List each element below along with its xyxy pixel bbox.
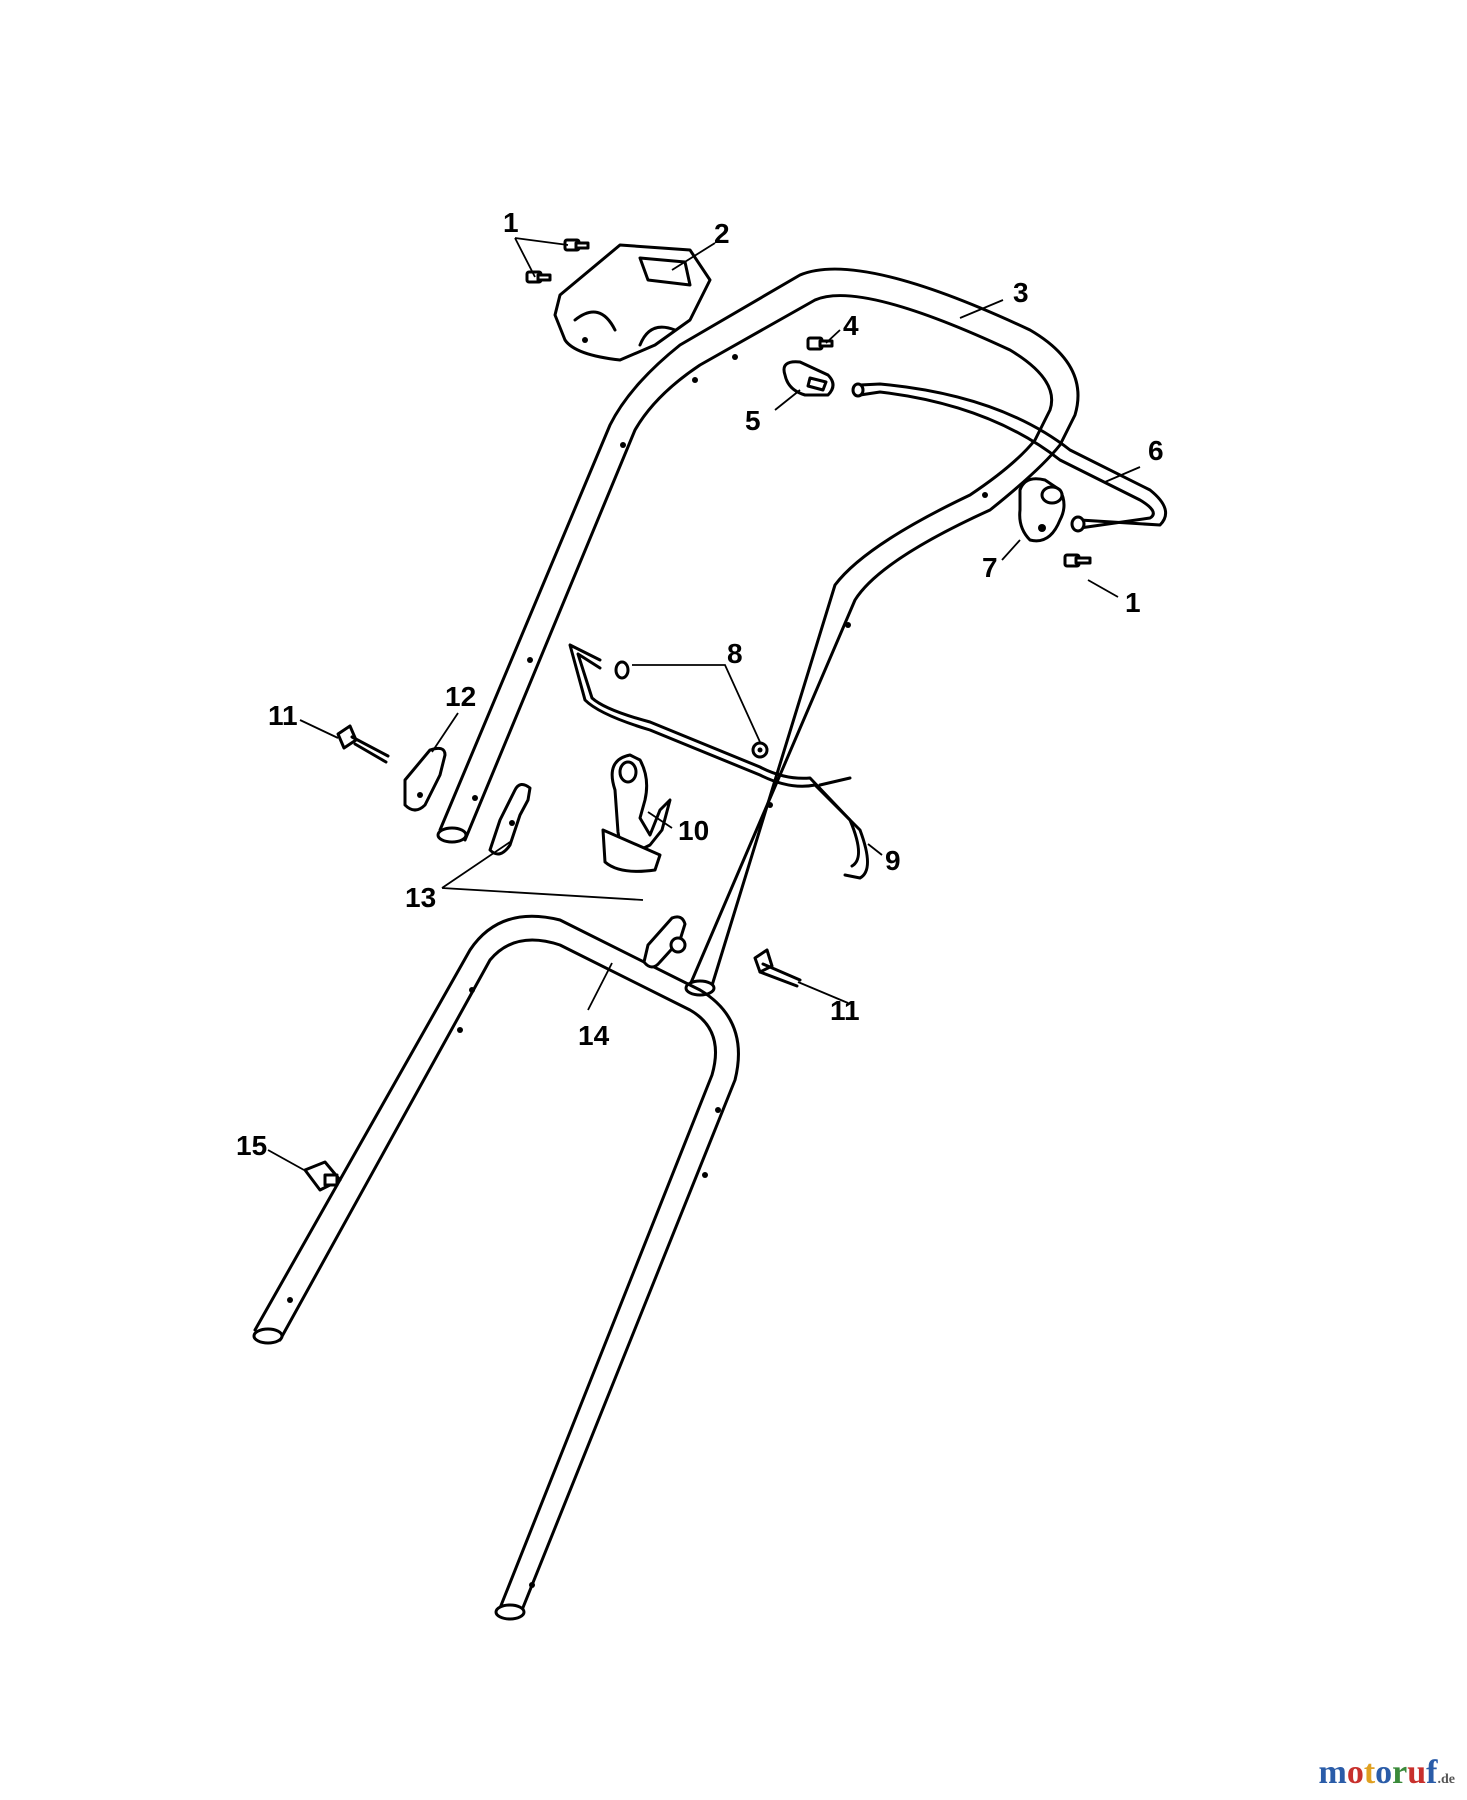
- bolt-right: [753, 948, 802, 988]
- clamp-part-7: [1018, 477, 1066, 543]
- rod-part-6: [851, 382, 1168, 533]
- watermark-letter: r: [1392, 1754, 1408, 1791]
- lower-handle-bar: [252, 914, 740, 1621]
- callout-15: 15: [236, 1130, 267, 1161]
- watermark-letter: o: [1375, 1754, 1393, 1791]
- watermark-suffix: .de: [1437, 1772, 1456, 1787]
- bracket-part-10: [601, 753, 672, 873]
- rings-part-8: [614, 660, 769, 759]
- callout-13: 13: [405, 882, 436, 913]
- callout-2: 2: [714, 218, 730, 249]
- screw-right: [1063, 553, 1092, 568]
- callout-3: 3: [1013, 277, 1029, 308]
- callout-1-right: 1: [1125, 587, 1141, 618]
- upper-handle-bar: [436, 267, 1080, 997]
- screw-part-4: [806, 336, 834, 351]
- clip-part-12: [403, 746, 447, 812]
- watermark-letter: t: [1363, 1754, 1376, 1791]
- callout-8: 8: [727, 638, 743, 669]
- callout-10: 10: [678, 815, 709, 846]
- watermark-letter: m: [1318, 1754, 1347, 1791]
- cable-clamp-part-5: [782, 360, 835, 397]
- watermark-letter: u: [1407, 1754, 1427, 1791]
- callout-11-right: 11: [830, 995, 860, 1026]
- callout-14: 14: [578, 1020, 610, 1051]
- watermark-letter: o: [1346, 1754, 1364, 1791]
- motoruf-watermark: motoruf.de: [1319, 1754, 1456, 1792]
- callout-labels: 1 2 3 4 5 6 7 1 8 11 12 10 9 13 11 14 15: [236, 207, 1164, 1161]
- screw-pair-top: [525, 238, 590, 284]
- callout-1-top: 1: [503, 207, 519, 238]
- leader-lines: [267, 237, 1141, 1171]
- callout-7: 7: [982, 552, 998, 583]
- knob-upper: [488, 783, 532, 856]
- callout-4: 4: [843, 310, 859, 341]
- wire-bail-part-9: [568, 643, 869, 880]
- callout-11-left: 11: [268, 700, 298, 731]
- callout-9: 9: [885, 845, 901, 876]
- callout-12: 12: [445, 681, 476, 712]
- watermark-letter: f: [1426, 1754, 1438, 1791]
- cover-housing: [553, 243, 712, 362]
- bolt-left: [336, 724, 390, 764]
- callout-6: 6: [1148, 435, 1164, 466]
- callout-5: 5: [745, 405, 761, 436]
- knob-lower: [642, 915, 687, 969]
- plug-part-15: [303, 1160, 342, 1192]
